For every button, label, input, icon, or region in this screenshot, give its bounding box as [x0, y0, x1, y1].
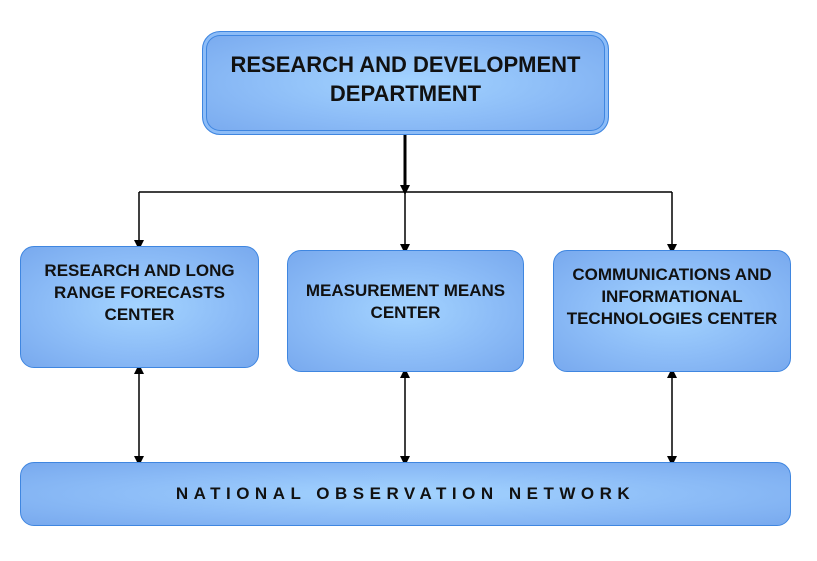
network-label: NATIONAL OBSERVATION NETWORK	[175, 484, 636, 503]
department-title: RESEARCH AND DEVELOPMENT DEPARTMENT	[230, 52, 581, 106]
measurement-center-label: MEASUREMENT MEANS CENTER	[305, 281, 506, 322]
network-box: NATIONAL OBSERVATION NETWORK	[20, 462, 791, 526]
research-center-box: RESEARCH AND LONG RANGE FORECASTS CENTER	[20, 246, 259, 368]
department-box: RESEARCH AND DEVELOPMENT DEPARTMENT	[202, 31, 609, 135]
measurement-center-box: MEASUREMENT MEANS CENTER	[287, 250, 524, 372]
communications-center-label: COMMUNICATIONS AND INFORMATIONAL TECHNOL…	[566, 265, 778, 328]
research-center-label: RESEARCH AND LONG RANGE FORECASTS CENTER	[44, 261, 235, 324]
communications-center-box: COMMUNICATIONS AND INFORMATIONAL TECHNOL…	[553, 250, 791, 372]
